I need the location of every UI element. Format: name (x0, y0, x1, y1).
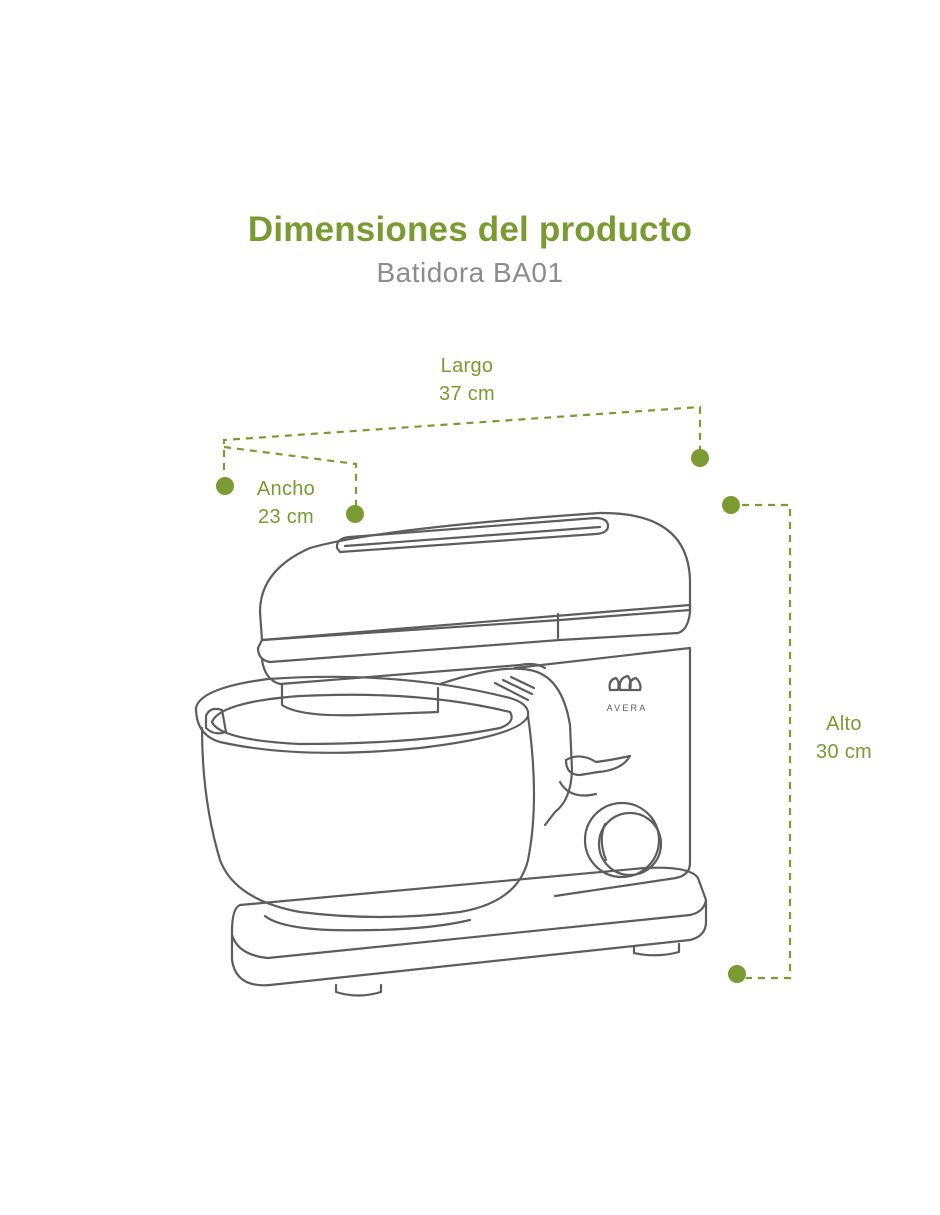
dimension-name-largo: Largo (440, 355, 494, 377)
speed-lever (564, 754, 632, 777)
base-edge (230, 898, 708, 960)
speed-knob-highlight (600, 822, 608, 862)
largo-endpoint-right (691, 449, 709, 467)
speed-lever-guard (558, 780, 598, 797)
rear-foot (632, 942, 681, 957)
page-title: Dimensiones del producto (247, 210, 693, 249)
dimension-label-largo: Largo 37 cm (387, 352, 547, 408)
dimension-label-ancho: Ancho 23 cm (206, 475, 366, 531)
ancho-endpoint (346, 505, 364, 523)
head-dome (258, 511, 692, 642)
alto-endpoint-top (722, 496, 740, 514)
bowl-body (200, 714, 536, 919)
dimension-name-alto: Alto (826, 713, 862, 735)
speed-knob-ring (583, 801, 661, 879)
head-underside (260, 658, 547, 686)
dimension-label-alto: Alto 30 cm (764, 710, 924, 766)
brand-logo: AVERA (607, 674, 648, 713)
bowl-base (263, 914, 472, 932)
brand-logo-text: AVERA (607, 703, 648, 713)
front-foot (334, 983, 383, 997)
support-arm (438, 667, 574, 827)
largo-guide-line (222, 405, 702, 470)
base-top (230, 866, 708, 987)
alto-endpoint-bottom (728, 965, 746, 983)
ancho-guide-line (223, 445, 358, 506)
head-top-vent (335, 516, 610, 554)
dimension-value-ancho: 23 cm (258, 506, 314, 528)
bowl-rim-inner (210, 693, 513, 746)
largo-endpoint-left (216, 477, 234, 495)
body-column (513, 646, 692, 898)
dimension-name-ancho: Ancho (256, 478, 316, 500)
bowl-handle (204, 707, 228, 735)
head-top-vent-inner (343, 525, 602, 548)
dimension-value-alto: 30 cm (816, 741, 872, 763)
alto-guide-line (742, 503, 792, 980)
dimension-guides (216, 405, 792, 983)
stand-mixer-illustration: AVERA (194, 511, 708, 997)
product-subtitle: Batidora BA01 (376, 257, 564, 288)
brand-logo-icon (608, 674, 642, 692)
speed-knob (597, 811, 663, 877)
attachment-hub (280, 682, 440, 717)
dimension-value-largo: 37 cm (439, 383, 495, 405)
head-band (256, 603, 692, 664)
arm-ribs (493, 675, 536, 702)
